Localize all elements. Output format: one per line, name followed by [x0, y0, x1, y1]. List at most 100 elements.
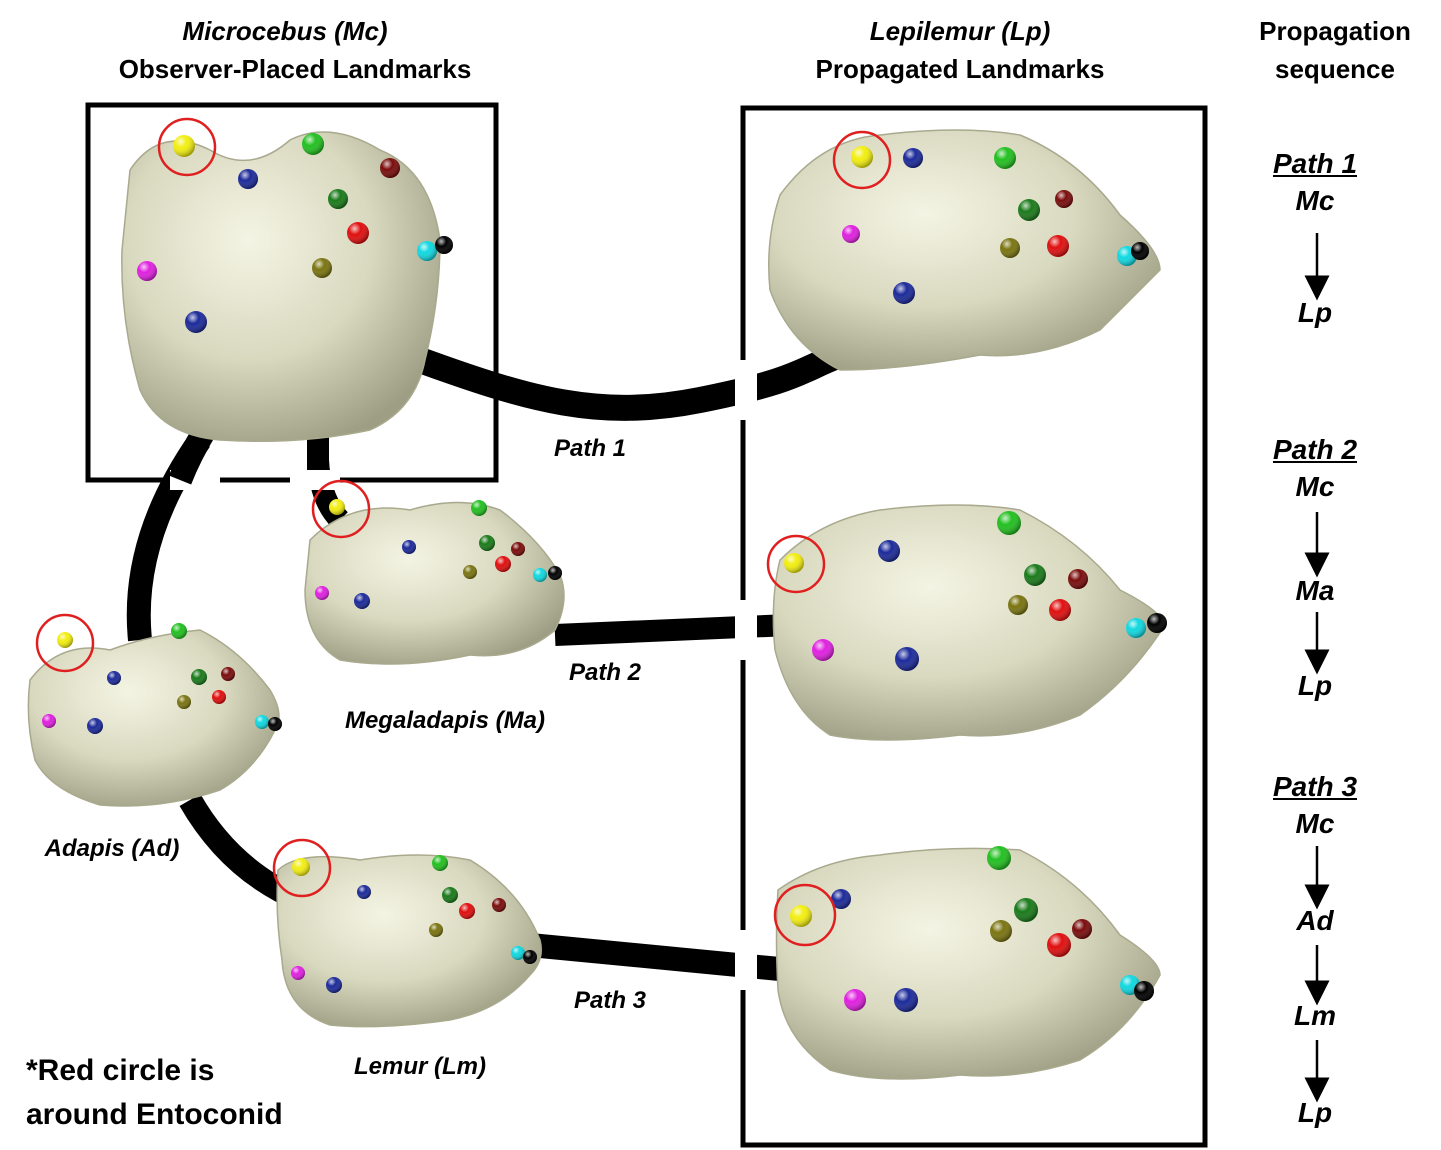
lemur-label: Lemur (Lm) — [354, 1053, 486, 1080]
sequence-step: Mc — [1295, 471, 1335, 502]
landmark-sphere — [1047, 235, 1069, 257]
microcebus-species-label: Microcebus (Mc) — [182, 16, 388, 46]
note-line1: *Red circle is — [26, 1054, 215, 1087]
landmark-sphere — [357, 885, 371, 899]
landmark-sphere — [302, 133, 324, 155]
landmark-sphere — [479, 535, 495, 551]
sequence-step: Lp — [1297, 670, 1333, 701]
landmark-sphere — [1072, 919, 1092, 939]
sequence-title-line1: Propagation — [1259, 16, 1411, 46]
sequence-step: Ma — [1295, 575, 1335, 606]
landmark-sphere — [523, 950, 537, 964]
entoconid-highlight-circle — [832, 130, 892, 190]
landmark-sphere — [1047, 933, 1071, 957]
landmark-sphere — [511, 946, 525, 960]
landmark-sphere — [495, 556, 511, 572]
landmark-sphere — [459, 903, 475, 919]
landmark-sphere — [429, 923, 443, 937]
landmark-sphere — [326, 977, 342, 993]
landmark-sphere — [328, 189, 348, 209]
landmark-sphere — [463, 565, 477, 579]
lepilemur-tooth-path2 — [766, 504, 1167, 741]
entoconid-highlight-circle — [157, 117, 217, 177]
path-1-label: Path 1 — [553, 435, 627, 462]
megaladapis-tooth — [304, 479, 565, 665]
landmark-sphere — [291, 966, 305, 980]
landmark-sphere — [893, 282, 915, 304]
landmark-sphere — [191, 669, 207, 685]
entoconid-highlight-circle — [272, 838, 332, 898]
sequence-step: Mc — [1295, 185, 1335, 216]
landmark-sphere — [987, 846, 1011, 870]
landmark-sphere — [548, 566, 562, 580]
landmark-sphere — [842, 225, 860, 243]
landmark-sphere — [221, 667, 235, 681]
landmark-sphere — [177, 695, 191, 709]
lepilemur-species-label: Lepilemur (Lp) — [869, 16, 1051, 46]
landmark-sphere — [1024, 564, 1046, 586]
lepilemur-subtitle: Propagated Landmarks — [815, 54, 1105, 84]
landmark-sphere — [347, 222, 369, 244]
entoconid-highlight-circle — [35, 613, 95, 673]
landmark-sphere — [1000, 238, 1020, 258]
landmark-sphere — [292, 858, 310, 876]
adapis-label: Adapis (Ad) — [44, 835, 180, 862]
landmark-sphere — [238, 169, 258, 189]
note-line2: around Entoconid — [26, 1098, 283, 1131]
sequence-step: Lp — [1297, 297, 1333, 328]
lepilemur-tooth-path1 — [768, 129, 1161, 371]
landmark-sphere — [137, 261, 157, 281]
landmark-sphere — [997, 511, 1021, 535]
landmark-sphere — [533, 568, 547, 582]
entoconid-highlight-circle — [766, 534, 826, 594]
landmark-sphere — [312, 258, 332, 278]
landmark-sphere — [42, 714, 56, 728]
entoconid-highlight-circle — [311, 479, 371, 539]
landmark-sphere — [171, 623, 187, 639]
landmark-sphere — [990, 920, 1012, 942]
landmark-sphere — [1126, 618, 1146, 638]
landmark-sphere — [402, 540, 416, 554]
landmark-sphere — [903, 148, 923, 168]
path-1-connector — [415, 342, 845, 421]
landmark-sphere — [1134, 981, 1154, 1001]
landmark-sphere — [57, 632, 73, 648]
landmark-sphere — [851, 146, 873, 168]
sequence-3-title: Path 3 — [1272, 771, 1358, 802]
landmark-sphere — [492, 898, 506, 912]
microcebus-subtitle: Observer-Placed Landmarks — [118, 54, 472, 84]
sequence-step: Ad — [1296, 905, 1334, 936]
landmark-sphere — [185, 311, 207, 333]
landmark-sphere — [1049, 599, 1071, 621]
landmark-sphere — [87, 718, 103, 734]
path-3-label: Path 3 — [573, 987, 647, 1014]
microcebus-tooth — [121, 117, 453, 442]
landmark-sphere — [844, 989, 866, 1011]
landmark-sphere — [442, 887, 458, 903]
landmark-sphere — [354, 593, 370, 609]
landmark-sphere — [107, 671, 121, 685]
landmark-sphere — [315, 586, 329, 600]
landmark-sphere — [878, 540, 900, 562]
landmark-sphere — [329, 499, 345, 515]
landmark-sphere — [1147, 613, 1167, 633]
landmark-sphere — [1008, 595, 1028, 615]
sequence-1-title: Path 1 — [1272, 148, 1358, 179]
landmark-sphere — [994, 147, 1016, 169]
adapis-tooth — [27, 613, 282, 807]
sequence-step: Mc — [1295, 808, 1335, 839]
lepilemur-tooth-path3 — [773, 846, 1161, 1080]
lemur-tooth — [272, 838, 542, 1028]
landmark-sphere — [895, 647, 919, 671]
landmark-sphere — [812, 639, 834, 661]
landmark-sphere — [1131, 242, 1149, 260]
landmark-sphere — [417, 241, 437, 261]
megaladapis-label: Megaladapis (Ma) — [344, 707, 546, 734]
landmark-sphere — [268, 717, 282, 731]
landmark-sphere — [255, 715, 269, 729]
sequence-title-line2: sequence — [1275, 54, 1395, 84]
landmark-sphere — [511, 542, 525, 556]
landmark-sphere — [1068, 569, 1088, 589]
